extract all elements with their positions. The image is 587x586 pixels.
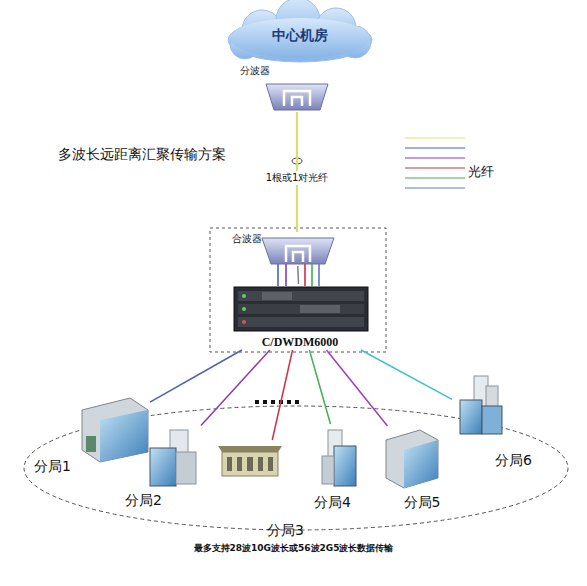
ellipsis-dots [255, 400, 299, 404]
node-label: 分局6 [495, 452, 532, 470]
building-icon [322, 430, 356, 486]
node-label: C/DWDM6000 [262, 335, 339, 350]
legend-lines [405, 138, 465, 188]
wavelength-stubs [278, 264, 319, 286]
diagram-title: 多波长远距离汇聚传输方案 [58, 146, 226, 164]
cloud-shape [228, 0, 372, 62]
branch-area [24, 406, 568, 530]
link-label: 1根或1对光纤 [264, 171, 331, 185]
node-label: 分局3 [267, 522, 304, 540]
building-icon [82, 398, 148, 462]
fiber-link [150, 350, 242, 402]
dwdm-chassis [234, 287, 368, 331]
node-label: 中心机房 [272, 27, 328, 45]
mux-icon [262, 238, 334, 264]
device-node: 合波器 [228, 232, 366, 266]
node-label: 分局4 [314, 494, 351, 512]
device-node: 分波器 [240, 64, 354, 112]
branch-office: 分局3 [218, 440, 304, 540]
branch-office: 分局6 [452, 372, 532, 470]
node-label: 分局2 [125, 492, 162, 510]
branch-office: 分局5 [384, 426, 460, 512]
diagram-caption: 最多支持28波10G波长或56波2G5波长数据传输 [0, 542, 587, 555]
fiber-link [297, 266, 299, 284]
fiber-link [326, 350, 387, 426]
cloud-node: 中心机房 [232, 14, 368, 58]
legend-entry: 光纤 [468, 163, 494, 181]
node-label: 分局5 [404, 494, 441, 512]
fiber-link [361, 350, 452, 399]
node-label: 分局1 [34, 458, 71, 476]
device-node: C/DWDM6000 [230, 284, 370, 350]
node-label: 分波器 [240, 64, 270, 78]
building-icon [218, 446, 282, 476]
fiber-link [309, 350, 330, 424]
building-icon [150, 430, 196, 486]
legend-text: 光纤 [468, 164, 494, 179]
fiber-link [272, 350, 292, 440]
node-label: 合波器 [232, 232, 262, 246]
building-icon [386, 430, 438, 488]
branch-office: 分局2 [125, 424, 201, 510]
cloud-fill [230, 18, 370, 58]
building-icon [460, 376, 502, 434]
branch-office: 分局1 [34, 394, 150, 476]
fiber-link [201, 350, 270, 425]
branch-office: 分局4 [314, 424, 372, 512]
demux-icon [266, 84, 328, 110]
site-frame [210, 228, 386, 352]
